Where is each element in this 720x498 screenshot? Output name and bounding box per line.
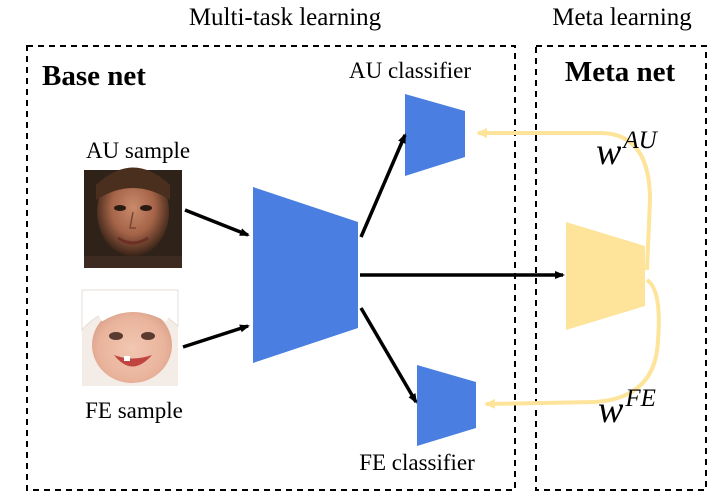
- au-weight-base: w: [596, 131, 622, 173]
- meta-net-box: [535, 45, 707, 491]
- fe-sample-arrow: [182, 324, 250, 349]
- fe-sample-image: [81, 289, 179, 386]
- meta-net-shape: [566, 222, 645, 330]
- au-weight-label: wAU: [596, 127, 659, 173]
- au-classifier-shape: [405, 94, 465, 176]
- meta-net-label: Meta net: [565, 56, 676, 88]
- meta-learning-title: Meta learning: [552, 4, 692, 31]
- fe-sample-label: FE sample: [85, 398, 183, 423]
- base-net-box: [26, 45, 516, 491]
- fe-weight-feedback-arrow: [484, 278, 661, 409]
- base-net-label: Base net: [42, 60, 146, 92]
- fe-weight-base: w: [598, 389, 624, 431]
- base-net-shape: [253, 187, 358, 363]
- au-sample-label: AU sample: [86, 138, 190, 163]
- au-classifier-arrow: [359, 133, 407, 238]
- fe-classifier-arrow: [359, 307, 418, 404]
- au-weight-sup: AU: [621, 127, 658, 154]
- au-sample-image: [84, 167, 182, 268]
- au-weight-feedback-arrow: [476, 128, 653, 271]
- au-sample-arrow: [184, 208, 250, 237]
- au-classifier-label: AU classifier: [349, 58, 471, 83]
- fe-weight-sup: FE: [624, 385, 656, 412]
- fe-weight-label: wFE: [598, 385, 656, 431]
- multitask-title: Multi-task learning: [189, 4, 382, 31]
- fe-classifier-label: FE classifier: [359, 450, 475, 475]
- fe-classifier-shape: [417, 365, 476, 446]
